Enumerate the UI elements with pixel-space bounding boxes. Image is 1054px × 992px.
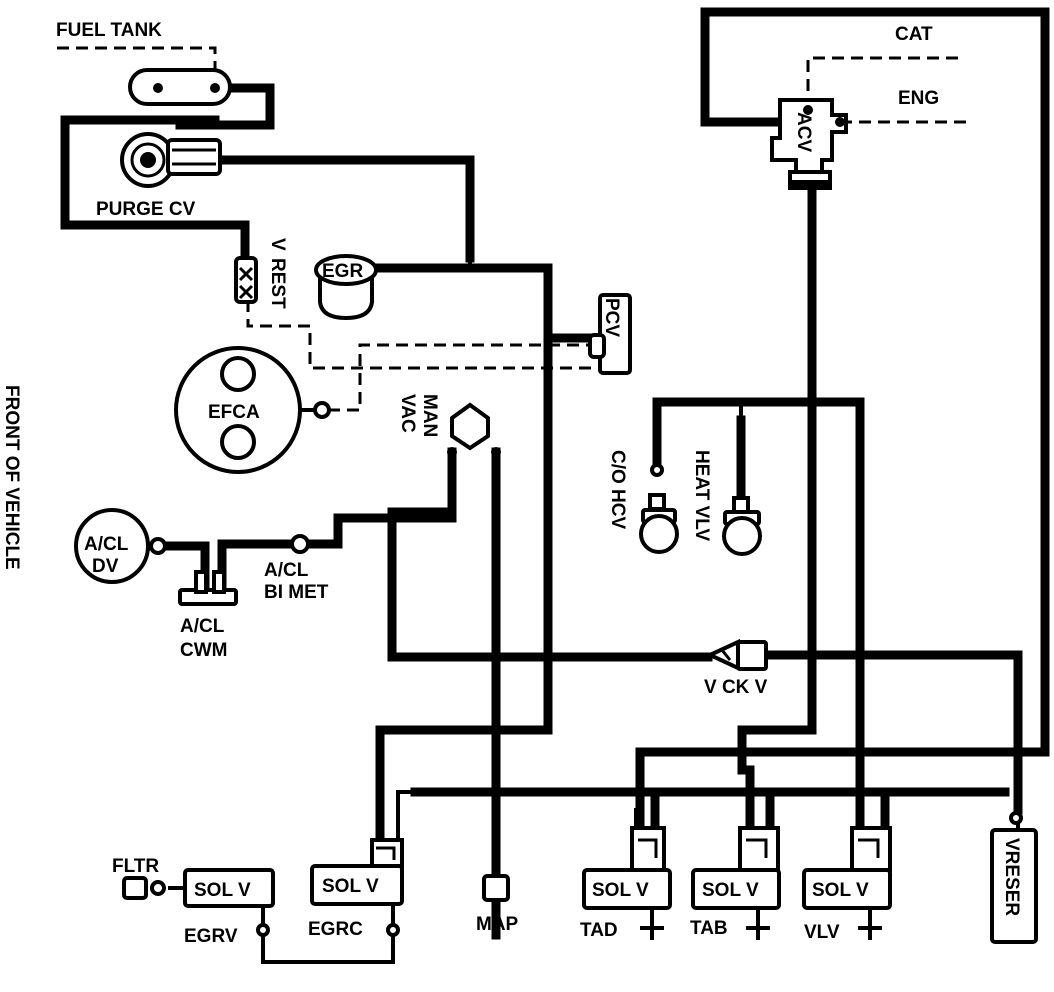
label-v-ck-v: V CK V [704,677,768,698]
heat-valve [722,496,762,556]
label-acl-dv-line2: DV [92,556,119,577]
label-front-of-vehicle: FRONT OF VEHICLE [1,385,22,570]
label-v-rest-line2: REST [267,258,288,309]
purge-cv-valve [120,132,222,188]
fuel-tank-canister [128,68,232,106]
label-acl-bi-met-line1: A/CL [264,560,309,581]
label-vreser: VRESER [1001,838,1022,916]
sol-v-egrv [183,868,275,937]
sol-v-egrc [310,838,404,937]
acl-bi-met-sensor [290,534,310,554]
label-purge-cv: PURGE CV [96,199,196,220]
v-rest-restrictor [234,256,258,304]
pcv-valve [588,293,632,375]
label-egrc: EGRC [308,919,363,940]
label-v-rest-line1: V [267,238,288,251]
manifold-vacuum-fitting [447,402,501,457]
label-efca: EFCA [208,402,260,423]
filter [122,876,166,900]
label-sol-v-vlv: SOL V [812,880,869,901]
sol-v-tad [582,826,672,940]
label-tad: TAD [580,920,618,941]
label-egr: EGR [322,261,363,282]
label-eng: ENG [898,88,939,109]
label-acl-cwm-line2: CWM [180,640,227,661]
efca-unit [174,346,331,474]
label-pcv: PCV [601,298,622,337]
label-acv: ACV [793,112,814,152]
label-fltr: FLTR [112,856,159,877]
dashed-lines [57,46,970,412]
label-acl-cwm-line1: A/CL [180,616,225,637]
label-heat-vlv: HEAT VLV [691,450,712,541]
acl-dv-valve [74,508,167,584]
label-vlv: VLV [804,922,840,943]
label-sol-v-egrc: SOL V [322,876,379,897]
sol-v-tab [691,826,781,940]
label-sol-v-tab: SOL V [702,880,759,901]
label-sol-v-egrv: SOL V [194,880,251,901]
acv-valve [770,98,848,190]
label-cat: CAT [895,24,933,45]
label-fuel-tank: FUEL TANK [56,20,162,41]
label-tab: TAB [690,918,728,939]
map-sensor [482,874,510,902]
label-man-vac-line2: VAC [397,394,418,433]
label-acl-dv-line1: A/CL [84,534,129,555]
co-hcv-valve [639,463,679,554]
egr-valve [314,254,378,321]
label-sol-v-tad: SOL V [592,880,649,901]
label-egrv: EGRV [184,926,238,947]
label-acl-bi-met-line2: BI MET [264,582,329,603]
label-co-hcv: C/O HCV [607,450,628,530]
labels: FUEL TANK PURGE CV V REST EGR PCV EFCA M… [1,20,1022,947]
v-ck-v-check-valve [705,638,768,672]
acl-cwm-unit [178,570,238,606]
vreser-reservoir [990,811,1038,944]
sol-v-vlv [802,826,892,940]
label-man-vac-line1: MAN [419,394,440,437]
label-map: MAP [476,914,519,935]
